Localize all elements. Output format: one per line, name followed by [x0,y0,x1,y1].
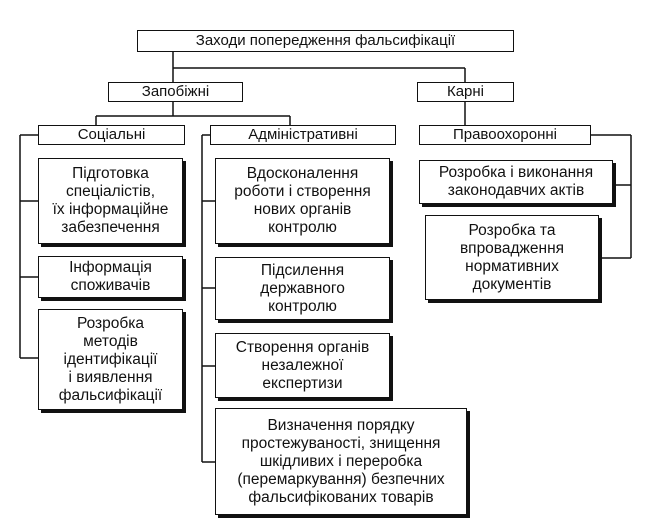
law-item-legislation: Розробка і виконання законодавчих актів [419,160,613,204]
admin-item-new-control-bodies: Вдосконалення роботи і створення нових о… [215,158,390,244]
admin-item-traceability: Визначення порядку простежуваності, знищ… [215,408,467,515]
social-item-training: Підготовка спеціалістів, їх інформаційне… [38,158,183,244]
law-item-normative-documents: Розробка та впровадження нормативних док… [425,215,599,300]
branch-preventive: Запобіжні [108,82,243,102]
admin-item-independent-expertise: Створення органів незалежної експертизи [215,333,390,398]
group-law-enforcement: Правоохоронні [419,125,591,145]
social-item-identification-methods: Розробка методів ідентифікації і виявлен… [38,309,183,410]
group-social: Соціальні [38,125,185,145]
root-node: Заходи попередження фальсифікації [137,30,514,52]
admin-item-state-control: Підсилення державного контролю [215,257,390,320]
group-administrative: Адміністративні [210,125,396,145]
social-item-consumer-info: Інформація споживачів [38,256,183,298]
branch-punitive: Карні [417,82,514,102]
